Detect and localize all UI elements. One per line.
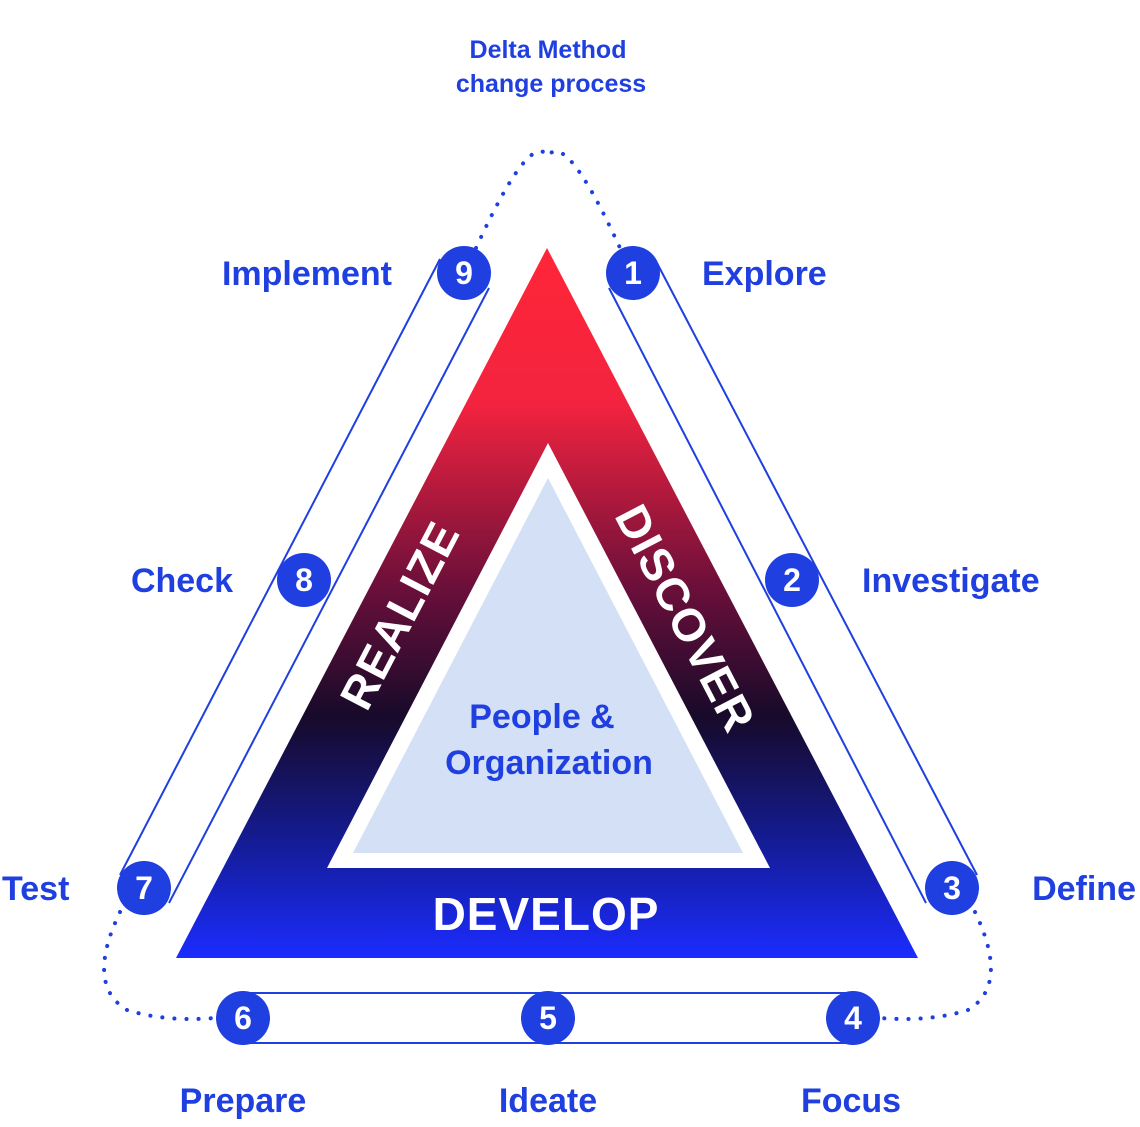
step-9-number: 9 [455,255,473,291]
step-5-marker: 5 [521,991,575,1045]
step-7-marker: 7 [117,861,171,915]
step-3-number: 3 [943,870,961,906]
step-4-number: 4 [844,1000,862,1036]
step-5-number: 5 [539,1000,557,1036]
step-4-label: Focus [801,1082,901,1120]
step-8-label: Check [131,562,233,600]
step-1-label: Explore [702,255,827,293]
step-6-circle-icon [216,991,270,1045]
step-markers: 1 2 3 4 5 6 7 8 [117,246,979,1045]
step-6-marker: 6 [216,991,270,1045]
diagram-title: Delta Method change process [456,36,646,98]
center-label: People & Organization [445,698,653,782]
left-track [119,258,490,904]
step-2-label: Investigate [862,562,1040,600]
step-7-label: Test [2,870,69,908]
bottom-left-dotted-arc [102,910,217,1021]
right-track [608,262,978,904]
step-5-circle-icon [521,991,575,1045]
step-1-circle-icon [606,246,660,300]
step-3-marker: 3 [925,861,979,915]
phase-label-develop: DEVELOP [433,888,660,940]
step-8-circle-icon [277,553,331,607]
step-8-marker: 8 [277,553,331,607]
step-8-number: 8 [295,562,313,598]
step-2-marker: 2 [765,553,819,607]
center-label-line-2: Organization [445,744,653,782]
step-3-label: Define [1032,870,1136,908]
title-line-2: change process [456,70,646,98]
step-labels: Explore Investigate Define Focus Ideate … [2,255,1136,1120]
step-4-marker: 4 [826,991,880,1045]
title-line-1: Delta Method [470,36,627,64]
step-1-number: 1 [624,255,642,291]
step-4-circle-icon [826,991,880,1045]
step-9-circle-icon [437,246,491,300]
step-1-marker: 1 [606,246,660,300]
step-6-number: 6 [234,1000,252,1036]
step-6-label: Prepare [180,1082,307,1120]
bottom-right-dotted-arc [878,910,993,1021]
people-organization-triangle [353,478,743,853]
step-7-number: 7 [135,870,153,906]
step-3-circle-icon [925,861,979,915]
top-dotted-arc [474,149,622,250]
step-9-marker: 9 [437,246,491,300]
step-2-circle-icon [765,553,819,607]
dotted-connectors [102,149,993,1021]
step-5-label: Ideate [499,1082,597,1120]
center-label-line-1: People & [469,698,614,736]
step-9-label: Implement [222,255,392,293]
step-2-number: 2 [783,562,801,598]
step-7-circle-icon [117,861,171,915]
